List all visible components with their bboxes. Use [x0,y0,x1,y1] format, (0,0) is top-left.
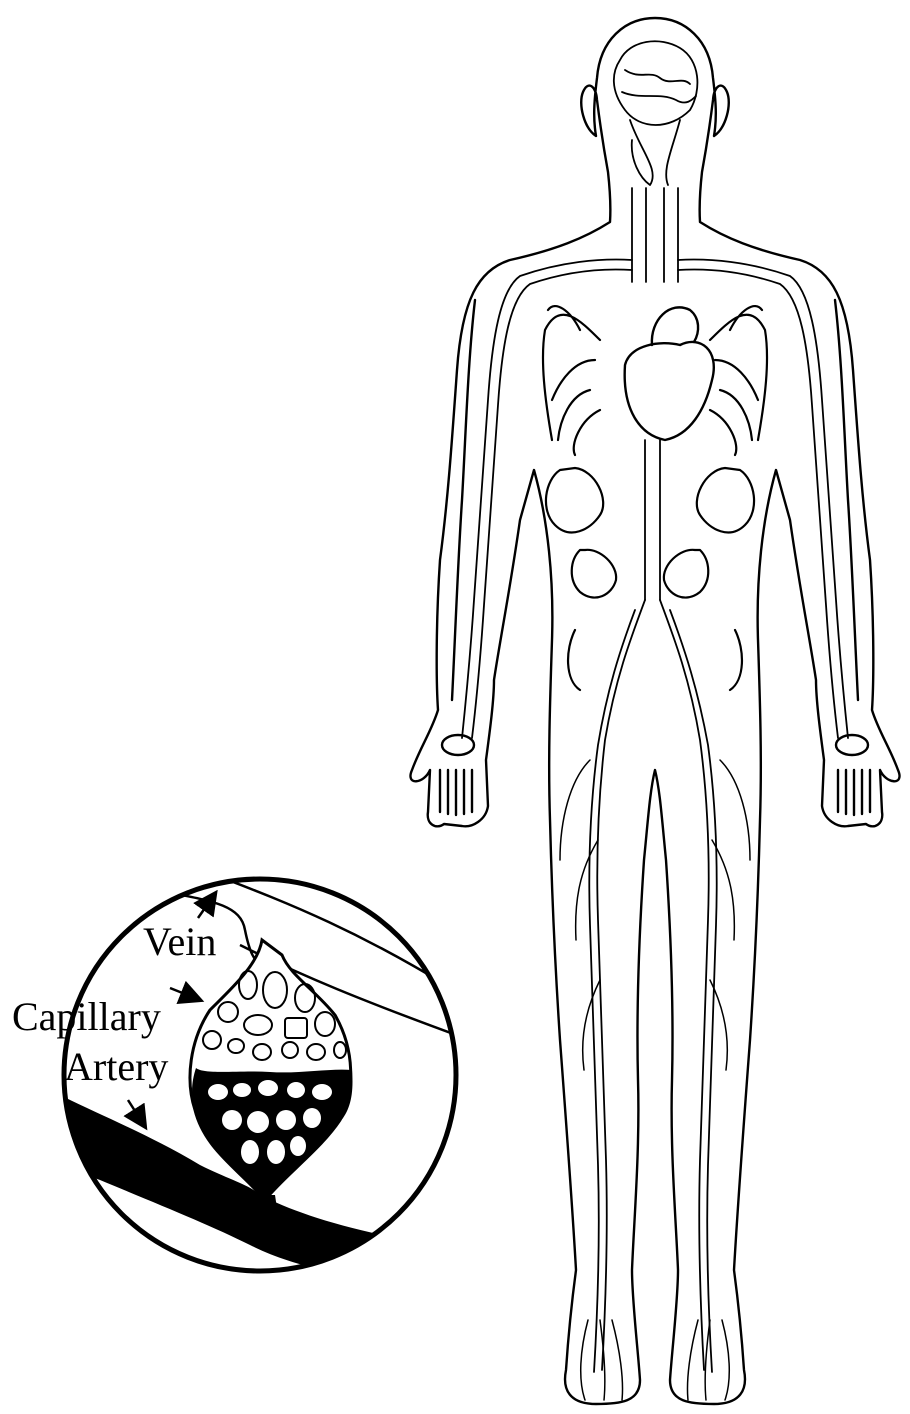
arm-vessels [462,260,848,738]
heart [625,342,714,440]
body-outline [410,18,899,1404]
leg-branches [560,760,750,1400]
capillary-label: Capillary [12,994,161,1039]
capillary-inset: Vein Capillary Artery [12,875,470,1290]
trunk-vessels [589,440,716,1372]
artery-label: Artery [64,1044,168,1089]
vein-label: Vein [143,919,216,964]
head-vessels [614,41,698,282]
right-hand [836,735,870,815]
abdominal-vessels [546,468,754,690]
left-hand [440,735,474,815]
aorta-arch [652,307,698,345]
human-body-figure [410,18,899,1404]
capillary-stem [252,1195,278,1215]
